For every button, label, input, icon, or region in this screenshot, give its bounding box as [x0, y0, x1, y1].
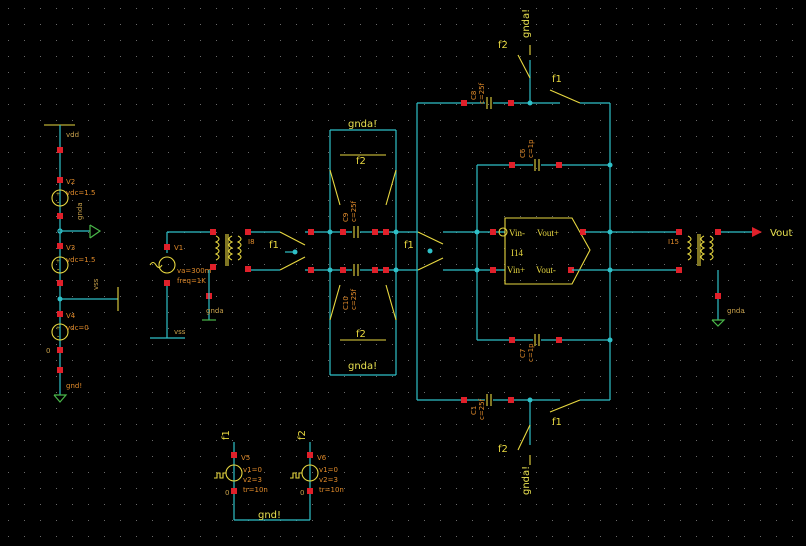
vout-plus-label: Vout+ [537, 228, 559, 238]
v6-zero: 0 [300, 489, 304, 497]
opamp-i14: Vin- Vin+ Vout+ Vout- I14 [490, 217, 680, 285]
v5-v1: v1=0 [243, 466, 262, 474]
v2-source-icon [51, 189, 69, 207]
zero-label: 0 [46, 347, 50, 355]
feedback-caps: C6 c=1p C7 c=1p [476, 139, 613, 362]
gnda-bottom-right: gnda! [521, 466, 532, 495]
v3-source-icon [51, 256, 69, 274]
v1-name: V1 [174, 244, 183, 252]
switch-f2-bottom-label: f2 [356, 329, 366, 340]
clk-gnd-label: gnd! [258, 510, 281, 521]
switch-f1-in-label: f1 [269, 240, 279, 251]
pulse-icon-v5 [214, 472, 226, 479]
v5-v2: v2=3 [243, 476, 262, 484]
v6-tr: tr=10n [319, 486, 344, 494]
i8-name: I8 [248, 238, 255, 246]
gnd-label: gnd! [66, 382, 82, 390]
v5-tr: tr=10n [243, 486, 268, 494]
clk-f2-label: f2 [297, 430, 308, 440]
switch-f1-tr-label: f1 [552, 74, 562, 85]
gnda-top: gnda! [348, 119, 377, 130]
svg-text:+: + [56, 257, 60, 265]
switch-f2-top-label: f2 [356, 156, 366, 167]
gnda-top-right: gnda! [521, 9, 532, 38]
ground-icon [89, 224, 102, 239]
supply-column: vdd + - V2 vdc=1.5 gnda + - V3 vdc=1.5 v… [44, 124, 119, 403]
clk-f1-label: f1 [221, 430, 232, 440]
gnd-icon [53, 394, 68, 403]
svg-text:+: + [56, 324, 60, 332]
sine-source-icon [158, 256, 176, 274]
c10-val: c=25f [350, 288, 358, 310]
v3-param: vdc=1.5 [66, 256, 95, 264]
balun-coil-icon [214, 235, 220, 261]
svg-text:-: - [57, 265, 60, 273]
v2-name: V2 [66, 178, 75, 186]
input-source: V1 va=300m freq=1K vss gnda I8 [149, 229, 255, 339]
output-gnda: gnda [727, 307, 745, 315]
vin-plus-label: Vin+ [507, 265, 525, 275]
vdd-label: vdd [66, 131, 79, 139]
c6-name: C6 [519, 148, 527, 158]
c9-val: c=25f [350, 200, 358, 222]
outer-caps: C8 c=25f gnda! f2 f1 C1 c=25f gnda! f2 f… [416, 9, 611, 495]
switch-f1-mid-label: f1 [404, 240, 414, 251]
v4-param: vdc=0 [66, 324, 89, 332]
v4-source-icon [51, 323, 69, 341]
gnda-bottom: gnda! [348, 361, 377, 372]
gnda-label: gnda [76, 202, 84, 220]
input-caps: gnda! gnda! f2 f2 C9 c=25f C10 c=25f [327, 119, 399, 376]
switch-f2-br-label: f2 [498, 444, 508, 455]
svg-text:+: + [56, 190, 60, 198]
v6-v2: v2=3 [319, 476, 338, 484]
v4-name: V4 [66, 312, 76, 320]
c7-val: c=1p [527, 343, 535, 362]
output-balun: I15 Vout gnda [668, 227, 793, 327]
v6-v1: v1=0 [319, 466, 338, 474]
c10-name: C10 [342, 296, 350, 310]
i15-name: I15 [668, 238, 679, 246]
va-param: va=300m [177, 267, 212, 275]
vout-label: Vout [770, 228, 793, 239]
switch-f1-br-label: f1 [552, 417, 562, 428]
v2-param: vdc=1.5 [66, 189, 95, 197]
clock-sources: f1 f2 V5 v1=0 v2=3 tr=10n V6 v1=0 v2=3 t… [214, 430, 344, 521]
vout-minus-label: Vout- [536, 265, 556, 275]
vss-source-label: vss [174, 328, 186, 336]
input-switch-f1: f1 [251, 229, 335, 273]
v5-name: V5 [241, 454, 250, 462]
output-balun-icon [700, 235, 706, 261]
v5-zero: 0 [225, 489, 229, 497]
vss-label: vss [92, 278, 100, 290]
sine-wave-icon [149, 261, 163, 269]
vin-minus-label: Vin- [509, 228, 525, 238]
c6-val: c=1p [527, 139, 535, 158]
svg-text:-: - [57, 332, 60, 340]
c7-name: C7 [519, 349, 527, 358]
v3-name: V3 [66, 244, 75, 252]
c8-val: c=25f [478, 82, 486, 104]
balun-gnda: gnda [206, 307, 224, 315]
output-pin-icon [752, 227, 762, 237]
c9-name: C9 [342, 213, 350, 222]
c1-val: c=25f [478, 398, 486, 420]
c8-name: C8 [470, 91, 478, 100]
v6-name: V6 [317, 454, 327, 462]
switch-f2-tr-label: f2 [498, 40, 508, 51]
pulse-icon-v6 [290, 472, 302, 479]
c1-name: C1 [470, 406, 478, 415]
output-ground-icon [711, 319, 726, 327]
opamp-icon [504, 217, 591, 285]
freq-param: freq=1K [177, 277, 206, 285]
svg-text:-: - [57, 198, 60, 206]
opamp-name: I14 [511, 248, 523, 258]
